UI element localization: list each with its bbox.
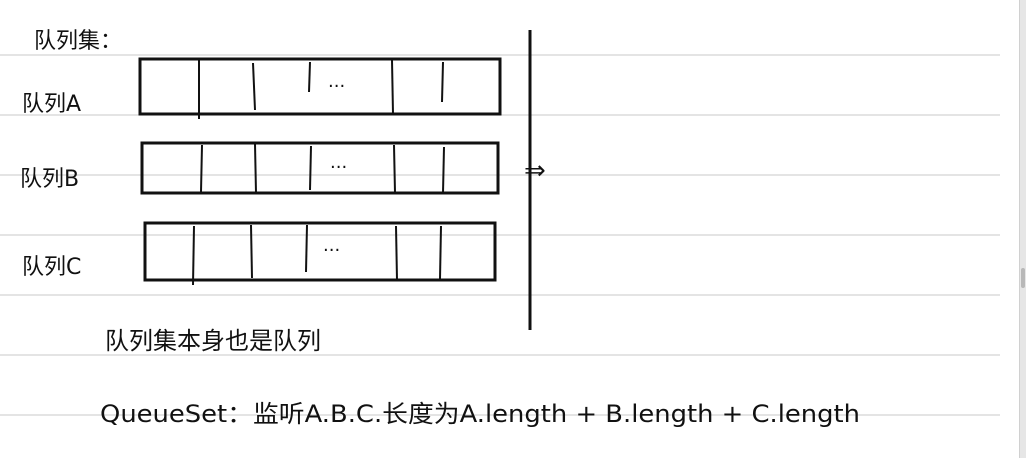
queue-a-ellipsis: ···: [328, 76, 345, 97]
diagram-title: 队列集：: [34, 29, 122, 54]
queue-c-box: [143, 221, 497, 286]
queue-b-label: 队列B: [20, 167, 79, 192]
queue-a-box: [138, 57, 502, 119]
queue-a-label: 队列A: [22, 92, 81, 117]
arrow-icon: ⇒: [524, 156, 546, 186]
queue-c-ellipsis: ···: [323, 240, 340, 261]
scrollbar-thumb[interactable]: [1021, 268, 1025, 288]
note-text: 队列集本身也是队列: [105, 327, 321, 355]
queue-b-ellipsis: ···: [330, 157, 347, 178]
queue-c-label: 队列C: [22, 255, 81, 280]
summary-text: QueueSet：监听A.B.C.长度为A.length + B.length …: [100, 400, 860, 428]
scrollbar[interactable]: [1019, 0, 1026, 458]
queue-b-box: [140, 141, 500, 195]
